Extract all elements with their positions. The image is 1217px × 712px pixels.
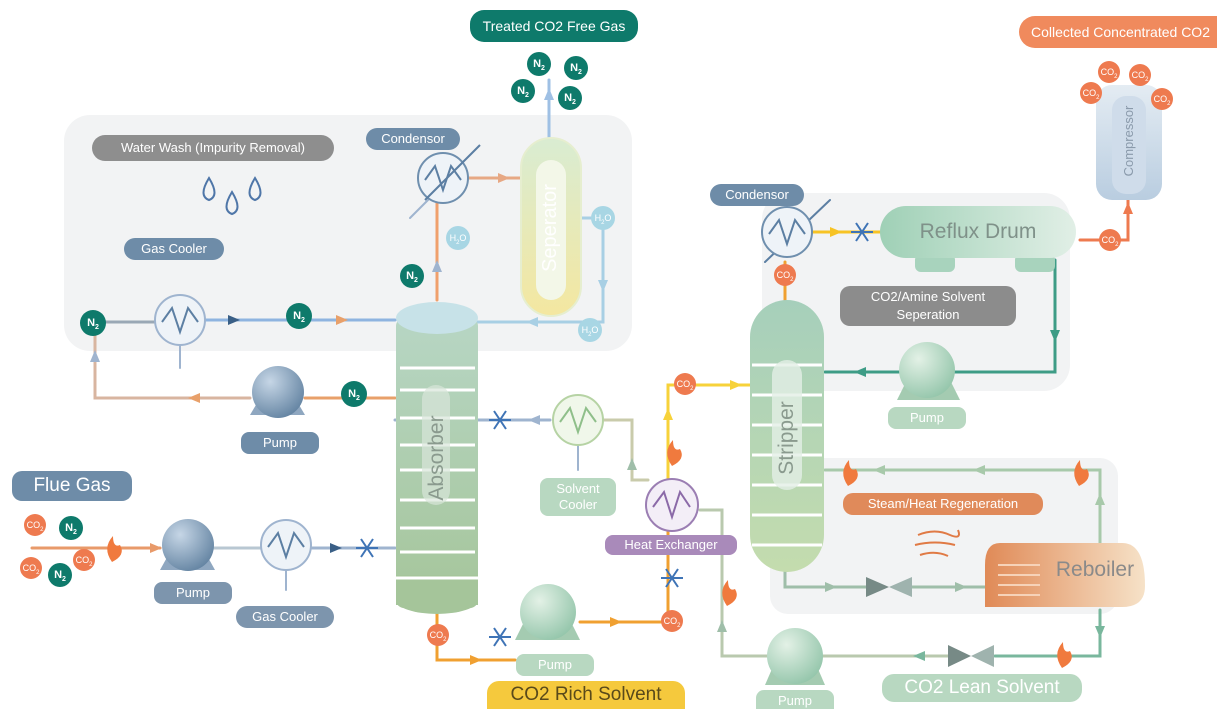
pump-lean-label: Pump [756, 690, 834, 709]
co2-molecule: CO2 [661, 610, 683, 632]
n2-molecule: N2 [400, 264, 424, 288]
pump-shapes [160, 342, 960, 685]
treated-gas-label: Treated CO2 Free Gas [470, 10, 638, 42]
heat-exchanger-label: Heat Exchanger [605, 535, 737, 555]
flue-gas-label: Flue Gas [12, 471, 132, 501]
snowflakes [356, 222, 873, 647]
co2-molecule: CO2 [20, 557, 42, 579]
solvent-cooler-line2: Cooler [558, 497, 598, 512]
gas-cooler-top-label: Gas Cooler [124, 238, 224, 260]
solvent-cooler-line1: Solvent [556, 481, 600, 496]
steam-regen-label: Steam/Heat Regeneration [843, 493, 1043, 515]
compressor-vessel [1096, 85, 1162, 200]
valves [866, 577, 994, 667]
gas-cooler-bottom-label: Gas Cooler [236, 606, 334, 628]
co2-molecule: CO2 [774, 264, 796, 286]
amine-separation-line2: Seperation [896, 307, 960, 322]
separator-label: Seperator [539, 184, 561, 272]
co2-molecule: CO2 [1099, 229, 1121, 251]
co2-molecule: CO2 [73, 549, 95, 571]
flames [107, 440, 1089, 668]
n2-molecule: N2 [564, 56, 588, 80]
h2o-molecule: H2O [578, 318, 602, 342]
condensor-right-label: Condensor [710, 184, 804, 206]
lean-solvent-label: CO2 Lean Solvent [882, 674, 1082, 702]
n2-molecule: N2 [527, 52, 551, 76]
amine-separation-line1: CO2/Amine Solvent [870, 289, 986, 304]
reflux-drum-vessel [880, 206, 1076, 272]
heat-exchangers [154, 144, 813, 571]
amine-separation-label: CO2/Amine Solvent Seperation [840, 286, 1016, 326]
n2-molecule: N2 [286, 303, 312, 329]
pump-rich-label: Pump [516, 654, 594, 676]
n2-molecule: N2 [511, 79, 535, 103]
reboiler-vessel [985, 543, 1145, 607]
h2o-molecule: H2O [591, 206, 615, 230]
collected-co2-label: Collected Concentrated CO2 [1019, 16, 1217, 48]
water-droplets [202, 176, 262, 216]
solvent-cooler-label: Solvent Cooler [540, 478, 616, 516]
reflux-drum-label: Reflux Drum [919, 220, 1037, 243]
rich-solvent-label: CO2 Rich Solvent [487, 681, 685, 709]
stripper-label: Stripper [775, 401, 798, 475]
n2-molecule: N2 [341, 381, 367, 407]
absorber-column [390, 302, 484, 614]
absorber-label: Absorber [425, 415, 448, 501]
stripper-column [750, 300, 824, 572]
separator-vessel [520, 137, 582, 317]
co2-molecule: CO2 [1098, 61, 1120, 83]
heat-waves-icon [914, 529, 960, 557]
compressor-label: Compressor [1121, 105, 1136, 177]
pump-flue-label: Pump [154, 582, 232, 604]
co2-molecule: CO2 [1080, 82, 1102, 104]
pump-reflux-label: Pump [888, 407, 966, 429]
co2-molecule: CO2 [674, 373, 696, 395]
n2-molecule: N2 [80, 310, 106, 336]
n2-molecule: N2 [558, 86, 582, 110]
condensor-left-label: Condensor [366, 128, 460, 150]
n2-molecule: N2 [59, 516, 83, 540]
co2-molecule: CO2 [24, 514, 46, 536]
pump-mid-label: Pump [241, 432, 319, 454]
co2-molecule: CO2 [427, 624, 449, 646]
co2-molecule: CO2 [1151, 88, 1173, 110]
water-wash-label: Water Wash (Impurity Removal) [92, 135, 334, 161]
h2o-molecule: H2O [446, 226, 470, 250]
co2-molecule: CO2 [1129, 64, 1151, 86]
n2-molecule: N2 [48, 563, 72, 587]
reboiler-label: Reboiler [1055, 558, 1135, 581]
